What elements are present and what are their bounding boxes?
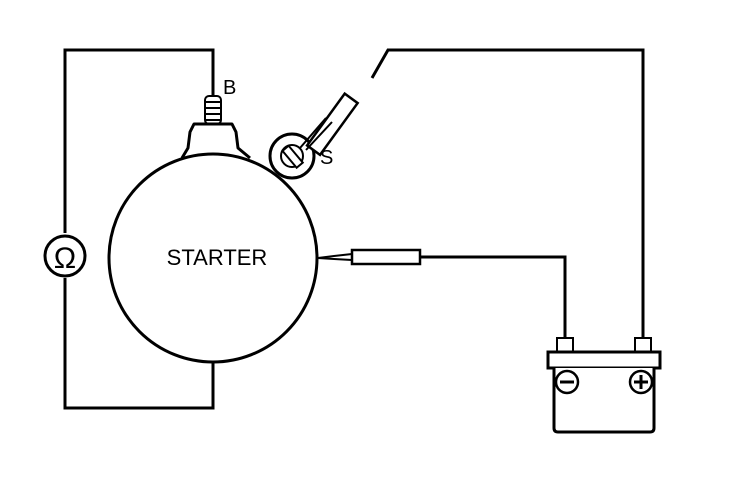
starter-motor-body [107,152,319,364]
battery-positive-terminal [628,369,654,395]
negative-test-lead [420,255,567,340]
positive-probe-icon [299,91,360,157]
positive-test-lead [370,48,645,338]
ohmmeter-icon: Ω [43,234,87,278]
terminal-b-label: B [223,77,236,99]
terminal-b-post [204,95,222,125]
terminal-b-base [180,122,251,160]
starter-label: STARTER [167,245,268,270]
terminal-s-label: S [320,147,333,169]
negative-probe-icon [317,248,422,266]
ohmmeter-symbol: Ω [54,242,76,275]
battery-negative-terminal [554,369,580,395]
ohmmeter-circuit-wire [63,48,215,410]
